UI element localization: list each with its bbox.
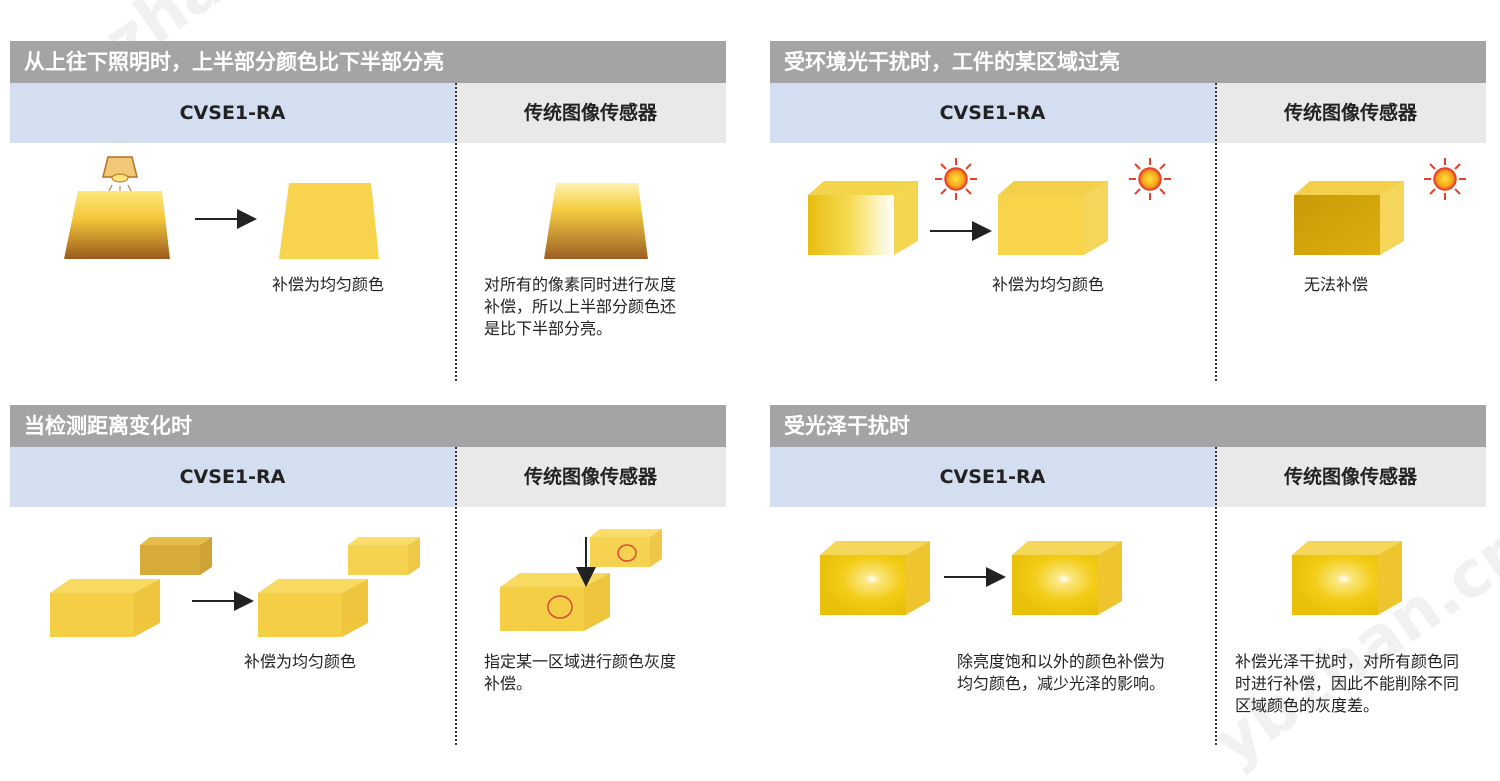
arrow-right-icon — [195, 209, 257, 229]
near-box-uniform — [258, 579, 368, 637]
panel-ambient-light: 受环境光干扰时，工件的某区域过亮 CVSE1-RA 传统图像传感器 补偿为均匀 — [770, 41, 1486, 381]
panel-title: 当检测距离变化时 — [10, 405, 726, 447]
traditional-trapezoid — [544, 183, 648, 259]
sun-icon — [1424, 158, 1466, 200]
glossy-box-compensated — [1012, 541, 1122, 615]
left-caption: 补偿为均匀颜色 — [244, 652, 357, 671]
cvse-header: CVSE1-RA — [10, 83, 455, 143]
right-caption-line-3: 区域颜色的灰度差。 — [1235, 696, 1380, 715]
glare-box-figure — [808, 181, 918, 255]
right-caption-line-1: 补偿光泽干扰时，对所有颜色同 — [1235, 652, 1460, 671]
panel-gloss-interference: 受光泽干扰时 CVSE1-RA 传统图像传感器 除亮度饱和以外的颜色补偿为 均匀… — [770, 405, 1486, 745]
dotted-divider — [455, 83, 457, 381]
lamp-icon — [102, 156, 138, 178]
target-circle — [617, 544, 637, 562]
arrow-down-icon — [576, 537, 596, 587]
uneven-trapezoid — [64, 191, 170, 259]
arrow-right-icon — [192, 591, 254, 611]
left-caption-line-2: 均匀颜色，减少光泽的影响。 — [957, 674, 1166, 693]
panel-top-down-lighting: 从上往下照明时，上半部分颜色比下半部分亮 CVSE1-RA 传统图像传感器 补偿… — [10, 41, 726, 381]
left-caption: 补偿为均匀颜色 — [272, 275, 385, 294]
panel-distance-change: 当检测距离变化时 CVSE1-RA 传统图像传感器 补偿为均匀颜色 — [10, 405, 726, 745]
right-caption: 无法补偿 — [1304, 275, 1369, 294]
far-box-uniform — [348, 537, 420, 575]
uniform-trapezoid — [279, 183, 379, 259]
sun-icon — [1129, 158, 1171, 200]
right-caption-line-2: 时进行补偿，因此不能削除不同 — [1235, 674, 1460, 693]
glossy-box-traditional — [1292, 541, 1402, 615]
right-caption-line-1: 对所有的像素同时进行灰度 — [484, 275, 677, 294]
right-caption-line-3: 是比下半部分亮。 — [484, 319, 613, 338]
target-box-near — [500, 573, 610, 631]
traditional-header: 传统图像传感器 — [455, 447, 726, 507]
panel-title: 从上往下照明时，上半部分颜色比下半部分亮 — [10, 41, 726, 83]
uniform-box — [998, 181, 1108, 255]
near-box — [50, 579, 160, 637]
lamp-lit-trapezoid-figure — [64, 156, 170, 259]
right-caption-line-2: 补偿。 — [484, 674, 533, 693]
right-caption-line-2: 补偿，所以上半部分颜色还 — [484, 297, 677, 316]
traditional-header: 传统图像传感器 — [1215, 447, 1486, 507]
dotted-divider — [455, 447, 457, 745]
cvse-header: CVSE1-RA — [770, 83, 1215, 143]
arrow-right-icon — [930, 221, 992, 241]
cvse-header: CVSE1-RA — [10, 447, 455, 507]
glossy-box — [820, 541, 930, 615]
panel-title: 受环境光干扰时，工件的某区域过亮 — [770, 41, 1486, 83]
target-circle — [547, 595, 573, 619]
target-box-far — [590, 529, 662, 567]
traditional-header: 传统图像传感器 — [1215, 83, 1486, 143]
dotted-divider — [1215, 83, 1217, 381]
cvse-header: CVSE1-RA — [770, 447, 1215, 507]
left-caption: 补偿为均匀颜色 — [992, 275, 1105, 294]
dark-box — [1294, 181, 1404, 255]
right-caption-line-1: 指定某一区域进行颜色灰度 — [484, 652, 677, 671]
dotted-divider — [1215, 447, 1217, 745]
traditional-header: 传统图像传感器 — [455, 83, 726, 143]
panel-title: 受光泽干扰时 — [770, 405, 1486, 447]
sun-icon — [935, 158, 977, 200]
arrow-right-icon — [944, 567, 1006, 587]
far-box-dark — [140, 537, 212, 575]
left-caption-line-1: 除亮度饱和以外的颜色补偿为 — [957, 652, 1166, 671]
